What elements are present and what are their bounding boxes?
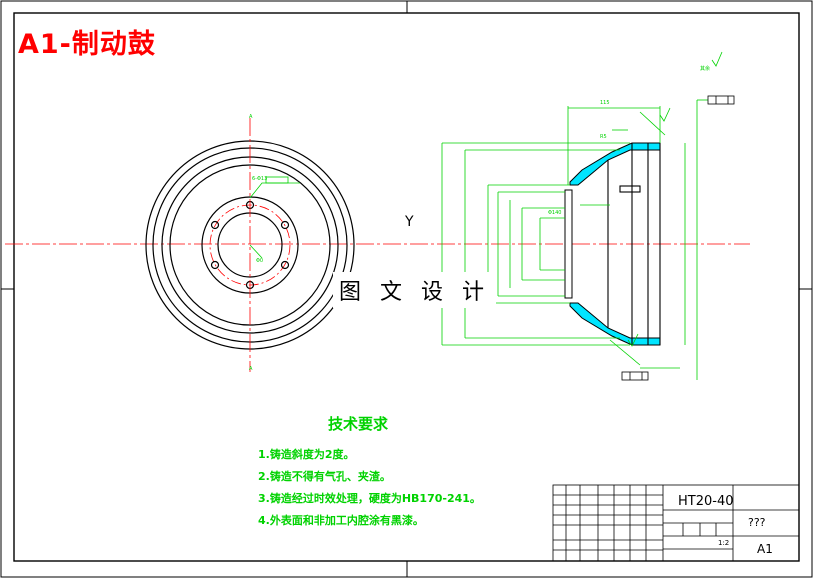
title-block-material: HT20-40	[678, 494, 734, 509]
tech-req-heading: 技术要求	[328, 415, 389, 433]
svg-text:6-Φ13: 6-Φ13	[252, 176, 267, 182]
front-view-dimensions: 6-Φ13 Φ0	[249, 176, 300, 264]
section-hatch-bottom	[569, 302, 661, 346]
bolt-hole	[210, 260, 220, 270]
tech-req-item: 1.铸造斜度为2度。	[258, 448, 355, 461]
svg-text:Φ140: Φ140	[548, 210, 561, 216]
y-axis-marker: Y	[405, 214, 414, 230]
svg-text:Φ0: Φ0	[256, 258, 263, 264]
svg-text:115: 115	[600, 100, 610, 106]
section-view: 115 R5 Φ140 其余	[441, 51, 735, 381]
watermark: 图 文 设 计	[333, 272, 496, 308]
technical-requirements: 技术要求 1.铸造斜度为2度。 2.铸造不得有气孔、夹渣。 3.铸造经过时效处理…	[258, 413, 481, 532]
bolt-hole	[280, 260, 290, 270]
tech-req-item: 4.外表面和非加工内腔涂有黑漆。	[258, 514, 424, 527]
tech-req-item: 3.铸造经过时效处理，硬度为HB170-241。	[258, 492, 481, 505]
title-block-grid	[552, 484, 800, 562]
svg-text:R5: R5	[600, 134, 607, 140]
hub-web	[564, 189, 573, 299]
svg-text:其余: 其余	[700, 65, 710, 72]
svg-text:A: A	[249, 366, 253, 372]
bolt-hole	[280, 220, 290, 230]
svg-text:A: A	[249, 114, 253, 120]
title-block-sheet-size: A1	[757, 542, 773, 556]
section-hatch-top	[569, 142, 661, 186]
bolt-hole	[210, 220, 220, 230]
drawing-title: A1-制动鼓	[18, 29, 156, 60]
tech-req-item: 2.铸造不得有气孔、夹渣。	[258, 470, 391, 483]
title-block-part-name: ???	[748, 516, 766, 529]
title-block-scale: 1:2	[718, 539, 730, 547]
